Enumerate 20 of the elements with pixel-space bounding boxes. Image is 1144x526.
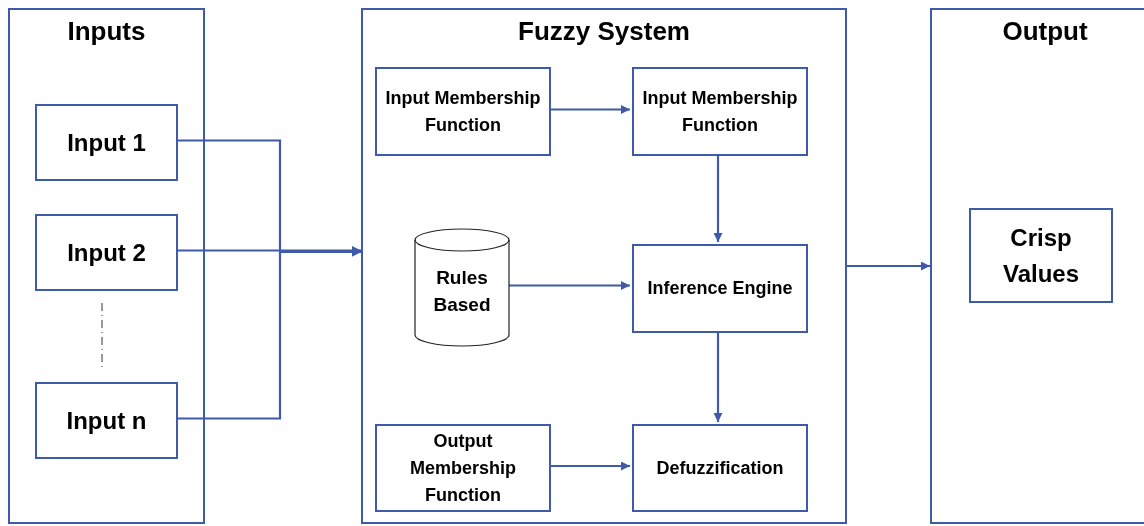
- arrow: [713, 154, 723, 242]
- process-box: Input Membership Function: [375, 67, 551, 156]
- process-box: Input Membership Function: [632, 67, 808, 156]
- process-box: Input 1: [35, 104, 178, 181]
- process-box: Inference Engine: [632, 244, 808, 333]
- panel-title: Inputs: [66, 18, 147, 44]
- database-cylinder: Rules Based: [414, 228, 510, 347]
- process-box: Input n: [35, 382, 178, 459]
- group-panel: [8, 8, 205, 524]
- group-panel: [361, 8, 847, 524]
- process-box: Crisp Values: [969, 208, 1113, 303]
- arrow: [713, 331, 723, 422]
- arrow: [508, 281, 630, 290]
- process-box: Defuzzification: [632, 424, 808, 512]
- process-box: Input 2: [35, 214, 178, 291]
- panel-title: Output: [1001, 18, 1089, 44]
- arrow: [847, 261, 930, 271]
- panel-title: Fuzzy System: [517, 18, 691, 44]
- process-box: Output Membership Function: [375, 424, 551, 512]
- group-panel: [930, 8, 1144, 524]
